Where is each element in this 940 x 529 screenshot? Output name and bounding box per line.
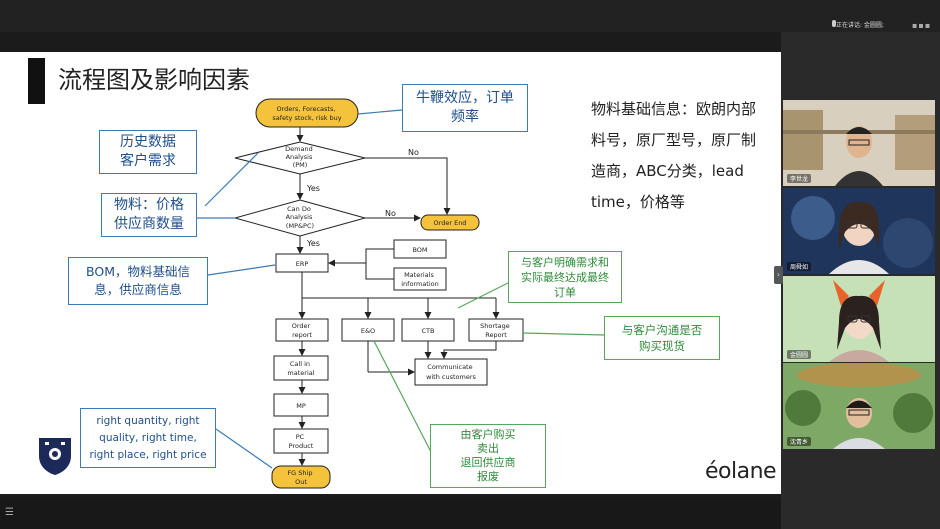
svg-text:Order report: Order report <box>292 322 313 339</box>
title-accent-bar <box>28 58 45 104</box>
svg-text:Demand Analysis (P: Demand Analysis (PM) <box>285 145 315 169</box>
svg-text:PC Product: PC Product <box>289 433 314 450</box>
svg-text:Order End: Order End <box>434 219 467 227</box>
participant-name: 周舜如 <box>787 262 812 271</box>
bullwhip-callout: 牛鞭效应，订单频率 <box>402 84 528 132</box>
svg-text:FG Ship Out: FG Ship Out <box>287 469 314 486</box>
start-label-1: Orders, Forecasts, <box>276 105 335 113</box>
svg-text:Call in material: Call in material <box>287 360 314 377</box>
participant-tile[interactable]: 沈青乡 <box>783 363 935 449</box>
svg-text:Shortage Report: Shortage Report <box>480 322 512 339</box>
communicate-box <box>414 358 488 386</box>
university-crest-icon <box>39 438 71 475</box>
confirm-demand-callout: 与客户明确需求和实际最终达成最终订单 <box>508 251 622 303</box>
mic-icon <box>832 20 836 27</box>
svg-text:Can Do Analysis (M: Can Do Analysis (MP&PC) <box>286 205 315 230</box>
history-data-callout: 历史数据客户需求 <box>99 130 197 174</box>
meeting-bottom-bar <box>0 500 781 529</box>
flowchart: Orders, Forecasts, safety stock, risk bu… <box>196 98 605 489</box>
speaking-indicator: 正在讲话: 金圆圆; <box>836 22 884 29</box>
svg-text:CTB: CTB <box>422 327 435 335</box>
menu-icon[interactable]: ☰ <box>5 507 14 518</box>
no-label-2: No <box>385 209 396 218</box>
participant-tile[interactable]: 李世龙 <box>783 100 935 186</box>
participant-name: 金圆圆 <box>787 350 812 359</box>
material-info-text: 物料基础信息：欧朗内部料号，原厂型号，原厂制造商，ABC分类，lead time… <box>591 100 757 211</box>
svg-text:Materials information: Materials information <box>401 271 439 288</box>
order-end-terminal <box>420 214 480 231</box>
participant-video <box>783 363 935 449</box>
pc-product-box <box>273 428 329 454</box>
meeting-top-bar <box>0 0 940 32</box>
participant-tile[interactable]: 周舜如 <box>783 188 935 274</box>
start-label-2: safety stock, risk buy <box>272 114 341 122</box>
svg-text:Communicate with custome: Communicate with customers <box>426 363 476 381</box>
participant-video <box>783 276 935 362</box>
eo-actions-callout: 由客户购买卖出退回供应商报废 <box>430 424 546 488</box>
bom-info-callout: BOM，物料基础信息，供应商信息 <box>68 257 208 305</box>
svg-text:BOM: BOM <box>412 246 427 254</box>
material-callout: 物料：价格供应商数量 <box>101 193 197 237</box>
participant-video <box>783 100 935 186</box>
svg-text:E&O: E&O <box>361 327 375 335</box>
fg-ship-terminal <box>271 465 331 489</box>
yes-label-1: Yes <box>306 184 320 193</box>
start-terminal <box>255 98 359 128</box>
mp-box <box>273 393 329 417</box>
yes-label-2: Yes <box>306 239 320 248</box>
eolane-logo: éolane <box>705 459 777 484</box>
participant-name: 李世龙 <box>787 174 812 183</box>
participant-name: 沈青乡 <box>787 437 812 446</box>
collapse-panel-handle[interactable]: › <box>774 266 783 284</box>
slide-title: 流程图及影响因素 <box>58 66 250 94</box>
call-in-material-box <box>273 355 329 381</box>
buy-stock-callout: 与客户沟通是否购买现货 <box>604 316 720 360</box>
svg-text:Orders, Forecasts, safet: Orders, Forecasts, safety stock, risk bu… <box>272 105 341 122</box>
no-label-1: No <box>408 148 419 157</box>
shared-slide: 流程图及影响因素 Orders, Forecasts, safety stock… <box>0 52 781 494</box>
participant-video <box>783 188 935 274</box>
participant-tile[interactable]: 金圆圆 <box>783 276 935 362</box>
svg-text:ERP: ERP <box>296 260 309 268</box>
svg-text:MP: MP <box>296 402 306 410</box>
